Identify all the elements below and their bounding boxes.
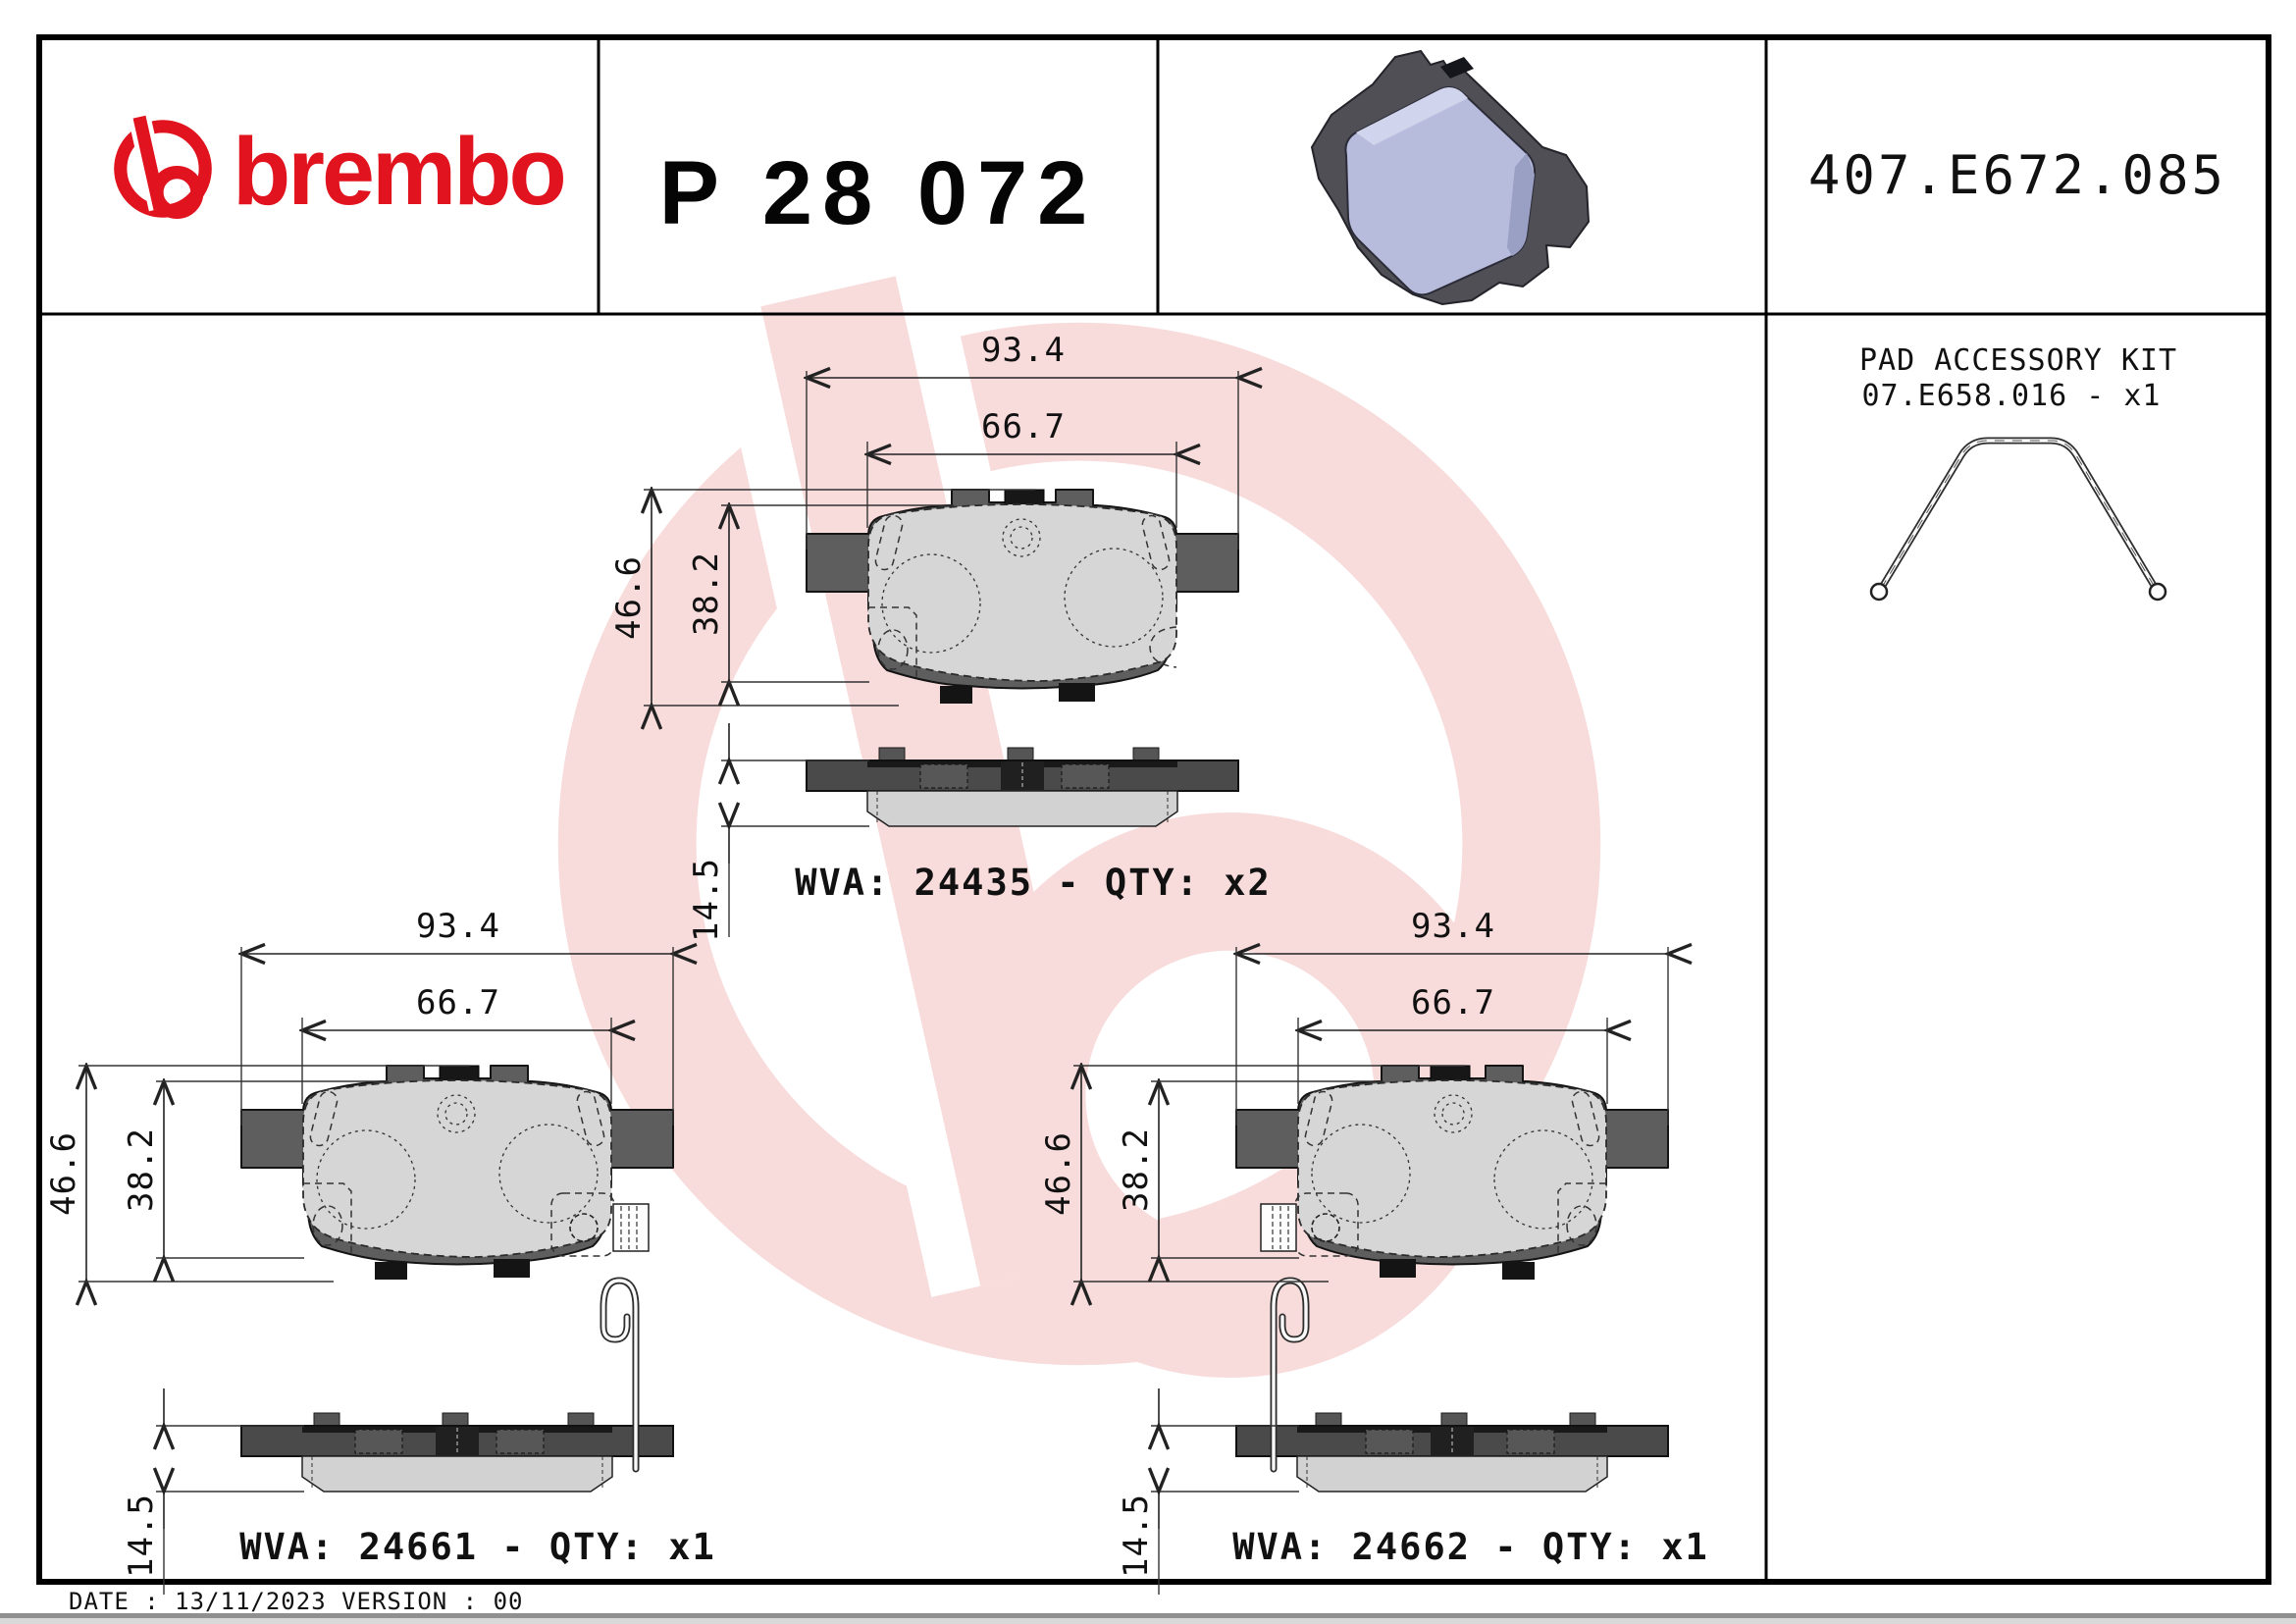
page-border (36, 34, 2271, 1585)
dim-friction-height: 38.2 (122, 1127, 161, 1212)
accessory-kit-code: 07.E658.016 - x1 (1862, 379, 2162, 413)
catalog-code: 407.E672.085 (1808, 144, 2226, 206)
accessory-kit: PAD ACCESSORY KIT 07.E658.016 - x1 (1859, 343, 2177, 602)
dim-friction-width: 66.7 (416, 983, 500, 1022)
pad-3d-image (1310, 49, 1591, 306)
dim-thickness: 14.5 (1117, 1493, 1156, 1578)
dim-overall-width: 93.4 (981, 331, 1066, 370)
accessory-clip-drawing (1869, 437, 2167, 602)
pad-drawing-bottom-left: 93.4 66.7 46.6 38.2 14.5 WVA: 24661 - QT… (44, 907, 716, 1595)
part-number: P 28 072 (659, 143, 1098, 243)
dim-thickness: 14.5 (687, 858, 726, 942)
dim-friction-height: 38.2 (1117, 1127, 1156, 1212)
dim-overall-height: 46.6 (44, 1131, 83, 1216)
dim-overall-height: 46.6 (609, 555, 649, 640)
window-bottom-edge-light (0, 1618, 2296, 1624)
accessory-kit-title: PAD ACCESSORY KIT (1859, 343, 2177, 378)
brembo-logo: brembo (121, 117, 567, 225)
wva-label-bottom-left: WVA: 24661 - QTY: x1 (239, 1526, 716, 1568)
date-version: DATE : 13/11/2023 VERSION : 00 (69, 1588, 523, 1615)
brand-wordmark: brembo (233, 118, 564, 225)
dim-overall-height: 46.6 (1039, 1131, 1078, 1216)
dim-overall-width: 93.4 (416, 907, 500, 946)
dim-friction-height: 38.2 (687, 551, 726, 636)
wva-label-bottom-right: WVA: 24662 - QTY: x1 (1232, 1526, 1709, 1568)
pad-drawing-bottom-right: 93.4 66.7 46.6 38.2 14.5 WVA: 24662 - QT… (1039, 907, 1709, 1595)
dim-overall-width: 93.4 (1411, 907, 1495, 946)
dim-friction-width: 66.7 (1411, 983, 1495, 1022)
dim-friction-width: 66.7 (981, 407, 1066, 446)
dim-thickness: 14.5 (122, 1493, 161, 1578)
window-bottom-edge (0, 1613, 2296, 1618)
wva-label-top: WVA: 24435 - QTY: x2 (795, 862, 1272, 904)
pad-drawing-top: 93.4 66.7 46.6 38.2 14.5 WVA: 24435 - QT… (609, 331, 1272, 942)
